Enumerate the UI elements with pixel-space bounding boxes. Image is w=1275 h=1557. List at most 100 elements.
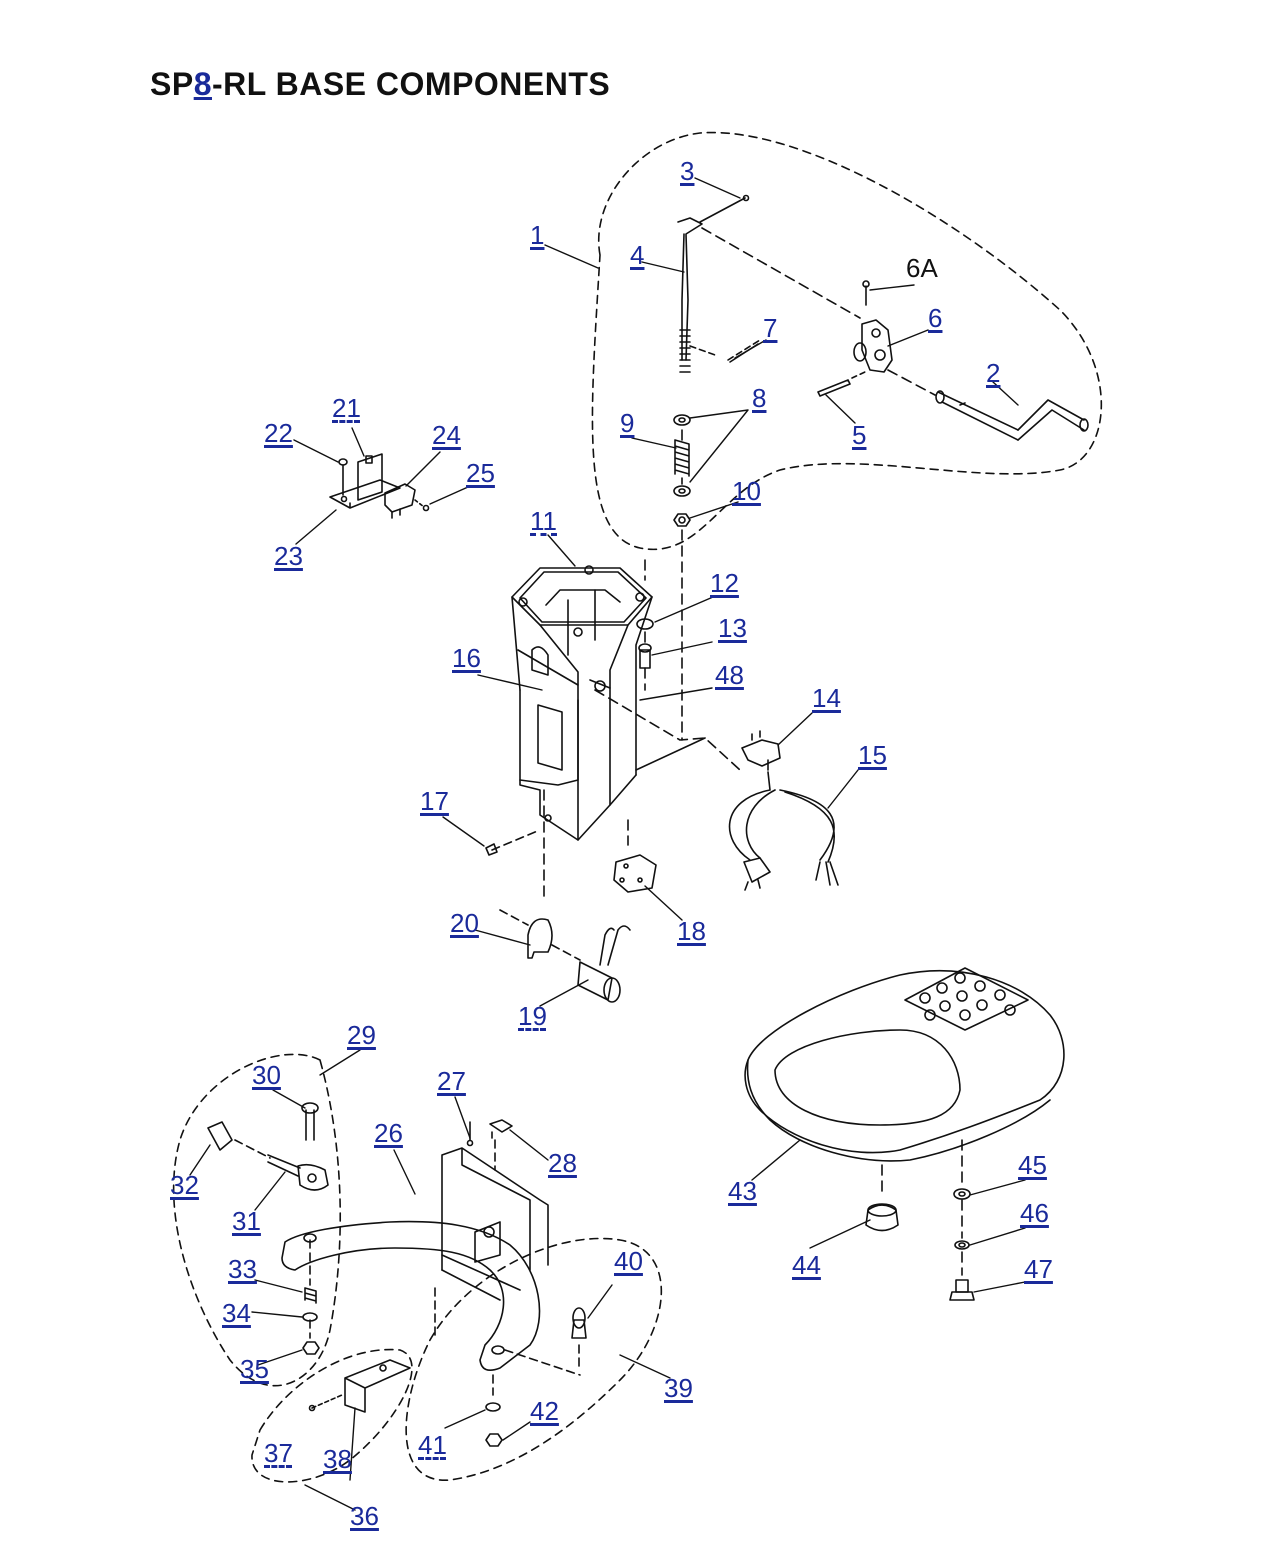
rod-4-thread: [679, 329, 691, 373]
knob-32: [207, 1121, 233, 1151]
part-label-4[interactable]: 4: [630, 240, 645, 270]
part-label-25[interactable]: 25: [466, 458, 495, 488]
title-prefix: SP: [150, 66, 194, 102]
spring-9: [674, 439, 690, 477]
washer-12: [636, 618, 654, 630]
model-link[interactable]: 8: [193, 66, 212, 102]
part-label-23[interactable]: 23: [274, 541, 303, 571]
part-label-24[interactable]: 24: [432, 420, 461, 450]
part-label-2[interactable]: 2: [986, 358, 1001, 388]
pin-7: [689, 339, 761, 361]
pin-3: [699, 197, 746, 223]
part-label-43[interactable]: 43: [728, 1176, 757, 1206]
connector-14: [741, 739, 781, 767]
part-label-33[interactable]: 33: [228, 1254, 257, 1284]
part-label-26[interactable]: 26: [374, 1118, 403, 1148]
part-label-27[interactable]: 27: [437, 1066, 466, 1096]
part-label-21[interactable]: 21: [332, 393, 361, 423]
grid-pad: [904, 967, 1029, 1031]
part-label-3[interactable]: 3: [680, 156, 695, 186]
spring-33: [304, 1287, 317, 1304]
bolt-47: [955, 1279, 969, 1293]
nut-35: [302, 1341, 320, 1355]
part-label-16[interactable]: 16: [452, 643, 481, 673]
nut-10: [673, 513, 691, 527]
part-label-15[interactable]: 15: [858, 740, 887, 770]
part-label-14[interactable]: 14: [812, 683, 841, 713]
part-label-44[interactable]: 44: [792, 1250, 821, 1280]
page-title: SP8-RL BASE COMPONENTS: [150, 66, 610, 103]
bolt-40: [571, 1319, 587, 1339]
part-label-6A: 6A: [906, 253, 938, 283]
part-label-5[interactable]: 5: [852, 420, 867, 450]
part-label-9[interactable]: 9: [620, 408, 635, 438]
part-label-40[interactable]: 40: [614, 1246, 643, 1276]
bracket-23: [329, 479, 401, 509]
pin-5: [817, 379, 851, 397]
part-label-47[interactable]: 47: [1024, 1254, 1053, 1284]
part-label-11[interactable]: 11: [530, 506, 557, 536]
part-label-6[interactable]: 6: [928, 303, 943, 333]
washer-8b: [673, 485, 691, 497]
screw-25: [414, 499, 425, 508]
foot-44: [865, 1204, 899, 1232]
base-plate-43: [744, 969, 1065, 1154]
title-suffix: -RL BASE COMPONENTS: [211, 66, 611, 102]
switch-24: [384, 483, 416, 513]
group-boundary-1: [591, 131, 1103, 551]
part-label-36[interactable]: 36: [350, 1501, 379, 1531]
part-label-30[interactable]: 30: [252, 1060, 281, 1090]
part-label-19[interactable]: 19: [518, 1001, 547, 1031]
part-label-22[interactable]: 22: [264, 418, 293, 448]
part-label-39[interactable]: 39: [664, 1373, 693, 1403]
part-label-17[interactable]: 17: [420, 786, 449, 816]
part-label-37[interactable]: 37: [264, 1438, 293, 1468]
bolt-13: [639, 649, 651, 669]
crank-2: [887, 369, 936, 396]
nut-42: [485, 1433, 503, 1447]
switch-18: [613, 854, 657, 893]
part-label-1[interactable]: 1: [530, 220, 545, 250]
nut-21: [365, 455, 373, 464]
washer-41: [485, 1402, 501, 1412]
part-label-20[interactable]: 20: [450, 908, 479, 938]
part-label-28[interactable]: 28: [548, 1148, 577, 1178]
shaft-31: [267, 1154, 301, 1177]
part-label-32[interactable]: 32: [170, 1170, 199, 1200]
cord-15: [728, 771, 836, 863]
part-label-48[interactable]: 48: [715, 660, 744, 690]
bracket-6: [861, 319, 893, 373]
part-label-46[interactable]: 46: [1020, 1198, 1049, 1228]
part-label-42[interactable]: 42: [530, 1396, 559, 1426]
washer-45: [953, 1188, 971, 1200]
part-label-38[interactable]: 38: [323, 1444, 352, 1474]
part-label-13[interactable]: 13: [718, 613, 747, 643]
part-label-29[interactable]: 29: [347, 1020, 376, 1050]
part-label-35[interactable]: 35: [240, 1354, 269, 1384]
group-boundary-39: [405, 1237, 663, 1481]
group-boundary-36: [251, 1348, 413, 1483]
part-label-10[interactable]: 10: [732, 476, 761, 506]
window-16: [537, 704, 563, 771]
washer-34: [302, 1312, 318, 1322]
part-label-45[interactable]: 45: [1018, 1150, 1047, 1180]
screw-17: [491, 829, 541, 851]
part-label-34[interactable]: 34: [222, 1298, 251, 1328]
washer-8a: [673, 414, 691, 426]
part-label-31[interactable]: 31: [232, 1206, 261, 1236]
rod-4: [677, 217, 703, 361]
part-label-8[interactable]: 8: [752, 383, 767, 413]
part-label-18[interactable]: 18: [677, 916, 706, 946]
part-label-12[interactable]: 12: [710, 568, 739, 598]
part-label-7[interactable]: 7: [763, 313, 778, 343]
screw-37: [311, 1394, 343, 1409]
leader-lines: [189, 177, 1026, 1511]
housing-11: [511, 567, 653, 626]
clip-28: [489, 1119, 513, 1139]
group-boundary-29: [172, 1053, 342, 1387]
clamp-20: [527, 918, 553, 959]
cradle-26: [281, 1220, 541, 1371]
part-label-41[interactable]: 41: [418, 1430, 447, 1460]
